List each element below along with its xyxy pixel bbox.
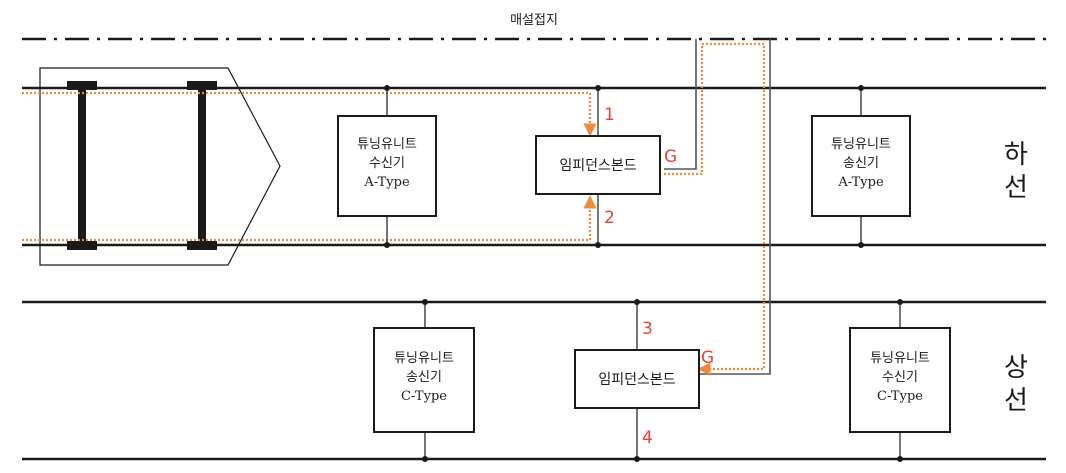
box-line: 임피던스본드 <box>598 372 675 388</box>
box-line: 튜닝유니트 <box>870 351 930 366</box>
train-outline <box>39 67 281 266</box>
up-track-label-2: 선 <box>1004 386 1028 416</box>
impedance-bond-down: 임피던스본드 <box>535 135 661 195</box>
impedance-bond-up: 임피던스본드 <box>574 349 700 409</box>
marker-4: 4 <box>642 428 653 448</box>
marker-3: 3 <box>642 319 653 339</box>
box-line: C-Type <box>877 389 923 404</box>
signal-path-top <box>22 91 597 137</box>
marker-1: 1 <box>604 105 615 125</box>
box-line: 송신기 <box>843 156 879 171</box>
marker-g-bottom: G <box>701 348 714 368</box>
box-line: 튜닝유니트 <box>831 137 891 152</box>
box-line: A-Type <box>363 175 410 190</box>
up-track-label-1: 상 <box>1004 353 1028 383</box>
marker-g-top: G <box>664 147 677 167</box>
tuning-unit-receiver-a-type: 튜닝유니트 수신기 A-Type <box>337 115 437 217</box>
ground-cable-top <box>664 39 697 170</box>
box-line: 튜닝유니트 <box>394 351 454 366</box>
box-line: 수신기 <box>369 156 405 171</box>
box-line: 송신기 <box>406 370 442 385</box>
box-line: 수신기 <box>882 370 918 385</box>
tuning-unit-transmitter-c-type: 튜닝유니트 송신기 C-Type <box>373 327 475 433</box>
junction-dots <box>384 85 903 462</box>
box-line: 튜닝유니트 <box>357 137 417 152</box>
tuning-unit-receiver-c-type: 튜닝유니트 수신기 C-Type <box>849 327 951 433</box>
down-track-label-1: 하 <box>1004 140 1028 170</box>
box-line: A-Type <box>837 175 884 190</box>
marker-2: 2 <box>604 208 615 228</box>
ground-return-path <box>664 42 766 376</box>
box-line: 임피던스본드 <box>559 158 636 174</box>
signal-path-bottom <box>22 195 597 242</box>
wheel-axle-2 <box>187 81 217 250</box>
ground-cable-bottom <box>700 39 771 375</box>
wheel-axle-1 <box>67 81 97 250</box>
ground-line-label: 매설접지 <box>510 13 558 28</box>
box-line: C-Type <box>401 389 447 404</box>
down-track-label-2: 선 <box>1004 173 1028 203</box>
tuning-unit-transmitter-a-type: 튜닝유니트 송신기 A-Type <box>811 115 911 217</box>
